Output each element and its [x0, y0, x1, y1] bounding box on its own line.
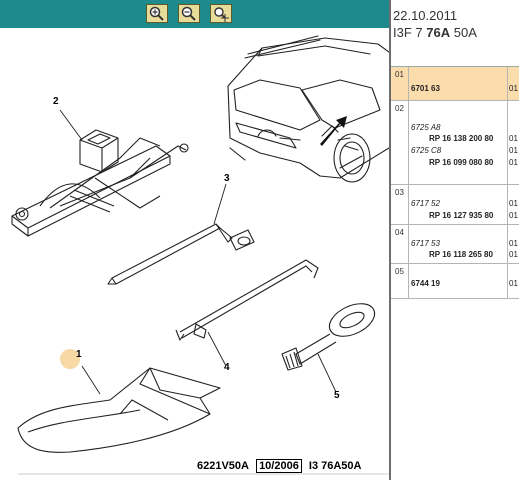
callout-5[interactable]: 5: [334, 390, 340, 401]
part-qty: 01: [509, 158, 518, 167]
part-number: 6717 52: [411, 199, 440, 208]
part-row-02[interactable]: 02 6725 A8 RP 16 138 200 80 01 6725 C8 0…: [391, 101, 519, 185]
part-qty: 01: [509, 279, 518, 288]
part-qty: 01: [509, 199, 518, 208]
row-index: 03: [395, 188, 404, 197]
part-qty: 01: [509, 239, 518, 248]
part-qty: 01: [509, 250, 518, 259]
row-index: 01: [395, 70, 404, 79]
row-divider: [507, 225, 508, 263]
part-number: 6725 A8: [411, 123, 441, 132]
part-number: RP 16 118 265 80: [429, 250, 493, 259]
drawing-footer: 6221V50A 10/2006 I3 76A50A: [197, 459, 365, 473]
panel-ref-bold: 76A: [426, 25, 451, 40]
panel-header: 22.10.2011 I3F 7 76A 50A: [391, 0, 519, 67]
wheel-brace-illustration: [107, 223, 255, 285]
part-number: 6717 53: [411, 239, 440, 248]
parts-diagram: [11, 35, 389, 475]
part-number: 6744 19: [411, 279, 440, 288]
row-divider: [408, 225, 409, 263]
part-number: 6701 63: [411, 84, 440, 93]
part-qty: 01: [509, 211, 518, 220]
part-number: RP 16 127 935 80: [429, 211, 494, 220]
row-divider: [507, 264, 508, 298]
zoom-pan-icon: [214, 7, 229, 22]
highlight-marker: [60, 349, 80, 369]
panel-ref: I3F 7 76A 50A: [393, 25, 477, 40]
row-divider: [507, 185, 508, 224]
part-row-05[interactable]: 05 6744 19 01: [391, 264, 519, 299]
callout-leader-1: [81, 365, 101, 395]
callout-leader-5: [317, 353, 337, 393]
panel-ref-suffix: 50A: [453, 25, 477, 40]
row-index: 05: [395, 267, 404, 276]
parts-list-panel: 22.10.2011 I3F 7 76A 50A 01 6701 63 01 0…: [391, 0, 519, 480]
callout-leader-2: [59, 109, 83, 141]
part-qty: 01: [509, 134, 518, 143]
row-index: 04: [395, 228, 404, 237]
part-number: RP 16 138 200 80: [429, 134, 494, 143]
panel-date: 22.10.2011: [393, 8, 458, 23]
part-row-04[interactable]: 04 6717 53 01 RP 16 118 265 80 01: [391, 225, 519, 264]
row-divider: [408, 185, 409, 224]
towing-eye-illustration: [281, 303, 376, 371]
callout-1[interactable]: 1: [76, 349, 82, 360]
row-divider: [408, 264, 409, 298]
tool-bag-illustration: [17, 367, 221, 453]
jack-handle-illustration: [175, 259, 319, 341]
zoom-in-button[interactable]: [146, 4, 168, 23]
zoom-out-icon: [181, 6, 196, 21]
callout-leader-4: [207, 331, 227, 367]
footer-ref: I3 76A50A: [308, 460, 362, 472]
part-number: 6725 C8: [411, 146, 442, 155]
part-row-03[interactable]: 03 6717 52 01 RP 16 127 935 80 01: [391, 185, 519, 225]
zoom-pan-button[interactable]: [210, 4, 232, 23]
toolbar: [0, 0, 389, 28]
row-divider: [408, 67, 409, 100]
row-divider: [507, 67, 508, 100]
part-qty: 01: [509, 146, 518, 155]
callout-4[interactable]: 4: [224, 362, 230, 373]
callout-2[interactable]: 2: [53, 96, 59, 107]
zoom-in-icon: [149, 6, 164, 21]
panel-ref-prefix: I3F 7: [393, 25, 423, 40]
callout-leader-3: [213, 183, 227, 225]
car-arrow: [320, 116, 347, 146]
panel-divider: [389, 0, 391, 480]
part-row-01[interactable]: 01 6701 63 01: [391, 67, 519, 101]
car-illustration: [227, 35, 389, 183]
part-number: RP 16 099 080 80: [429, 158, 494, 167]
row-divider: [408, 101, 409, 184]
footer-code: 6221V50A: [197, 460, 249, 472]
zoom-out-button[interactable]: [178, 4, 200, 23]
part-qty: 01: [509, 84, 518, 93]
row-divider: [507, 101, 508, 184]
jack-illustration: [11, 129, 189, 237]
footer-date: 10/2006: [256, 459, 302, 473]
row-index: 02: [395, 104, 404, 113]
callout-3[interactable]: 3: [224, 173, 230, 184]
